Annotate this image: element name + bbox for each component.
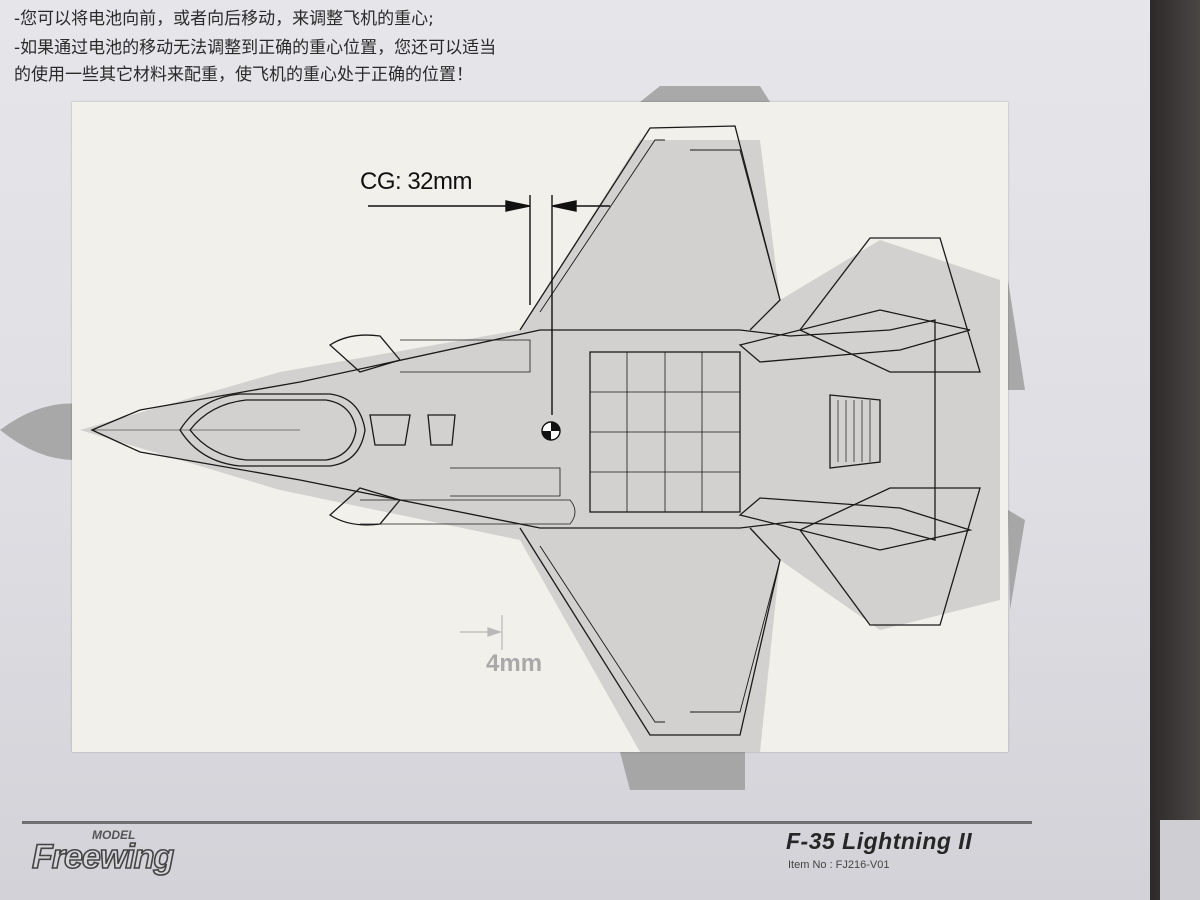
next-page-corner [1160,820,1200,900]
footer-divider [22,821,1032,824]
brand-model-tag: MODEL [92,828,136,842]
background-aircraft-silhouette [0,86,1025,790]
page-edge [1150,0,1200,900]
aircraft-outline [90,125,981,736]
faded-dimension-arrow [460,615,503,650]
cg-dimension-label: CG: 32mm [360,168,473,195]
secondary-dimension-label: 4mm [486,650,543,677]
cg-marker-icon [541,421,561,441]
f35-top-view-diagram [80,125,1000,752]
brand-logo: Freewing [31,837,175,877]
instruction-line-2: -如果通过电池的移动无法调整到正确的重心位置，您还可以适当 [14,38,497,58]
instruction-line-1: -您可以将电池向前，或者向后移动，来调整飞机的重心; [14,9,434,29]
cg-dimension [368,195,610,415]
item-number: Item No : FJ216-V01 [788,859,890,871]
instruction-line-3: 的使用一些其它材料来配重，使飞机的重心处于正确的位置！ [14,65,473,85]
product-name: F-35 Lightning II [786,828,973,854]
